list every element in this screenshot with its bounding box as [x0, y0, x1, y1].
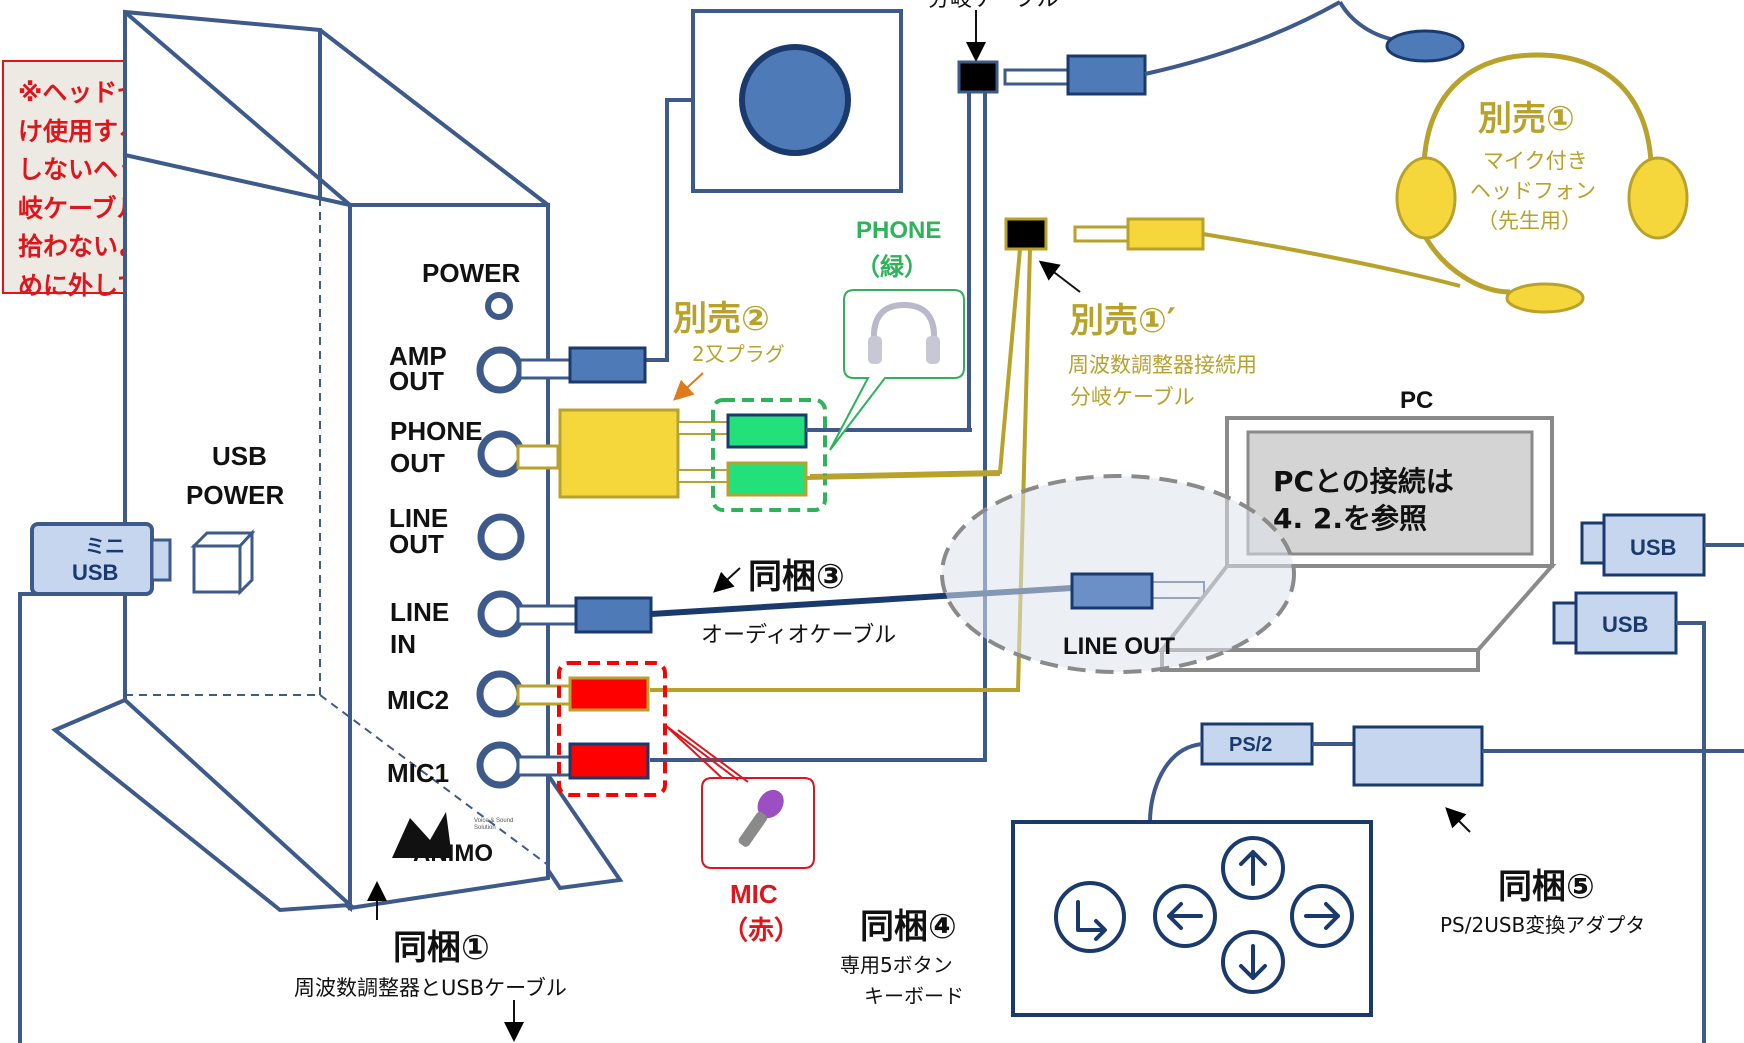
line-in-label-2: IN [390, 629, 416, 659]
phone-color-label: （緑） [856, 253, 928, 281]
svg-text:USB: USB [72, 560, 118, 585]
mic-plug-group [557, 661, 667, 797]
amp-out-cable [645, 98, 693, 362]
phone-plug-gold[interactable] [726, 461, 808, 497]
dokon5-sub: PS/2USB変換アダプタ [1440, 913, 1645, 937]
mini-usb-plug[interactable]: ミニ USB [30, 522, 172, 596]
usb-cable [18, 592, 42, 1043]
arrow-right-icon [1304, 902, 1340, 930]
headset-teacher [1395, 52, 1689, 314]
ps2-label: PS/2 [1229, 734, 1272, 756]
pc-screen-line-2: 4. 2.を参照 [1273, 502, 1427, 535]
two-way-plug[interactable] [558, 408, 680, 499]
dokon1-sub: 周波数調整器とUSBケーブル [294, 976, 567, 1000]
mic1-label: MIC1 [387, 758, 449, 788]
headphones-icon [868, 301, 940, 364]
mic-label: MIC [730, 879, 778, 909]
svg-text:USB: USB [1630, 535, 1676, 560]
usb-power-label-1: USB [212, 441, 267, 471]
headset2-plug[interactable] [1066, 54, 1147, 96]
phone-out-label-1: PHONE [390, 416, 482, 446]
betsubai1-line-2: ヘッドフォン [1470, 179, 1596, 203]
headset2-mic [1385, 29, 1465, 63]
mic-color-label: （赤） [722, 916, 800, 946]
betsubai1-title: 別売① [1478, 99, 1575, 139]
enter-button[interactable] [1054, 881, 1126, 953]
ps2-usb-adapter[interactable] [1352, 725, 1484, 787]
power-label: POWER [422, 258, 520, 288]
dokon1-title: 同梱① [393, 928, 490, 968]
betsubai1p-title: 別売①′ [1070, 301, 1176, 341]
amp-out-label-1: AMP [389, 341, 447, 371]
enter-icon [1076, 900, 1107, 941]
svg-text:ANIMO: ANIMO [413, 840, 493, 867]
phone-out-label-2: OUT [390, 448, 445, 478]
betsubai1-line-3: （先生用） [1477, 209, 1582, 233]
mic1-plug[interactable] [568, 742, 650, 780]
svg-text:Solution: Solution [474, 825, 496, 831]
microphone-icon [738, 789, 784, 847]
dokon4-line-2: キーボード [864, 984, 964, 1008]
line-in-plug[interactable] [574, 596, 653, 634]
pc-label: PC [1400, 387, 1433, 414]
usb-power-label-2: POWER [186, 480, 284, 510]
svg-text:Voice & Sound: Voice & Sound [474, 818, 513, 824]
line-out-label-2: OUT [389, 529, 444, 559]
usb-plug-2[interactable]: USB [1552, 591, 1678, 655]
phone-label: PHONE [856, 217, 941, 244]
cube-icon [190, 529, 256, 596]
dokon5-title: 同梱⑤ [1498, 867, 1595, 907]
phone-plug-group [711, 398, 827, 512]
betsubai1-line-1: マイク付き [1483, 149, 1588, 173]
pc-screen-line-1: PCとの接続は [1273, 465, 1454, 498]
arrow-left-icon [1167, 902, 1203, 930]
dokon3-sub: オーディオケーブル [701, 623, 896, 648]
arrow-up-icon [1239, 850, 1267, 886]
branch-connector-gold[interactable] [1004, 217, 1048, 251]
mic2-plug[interactable] [568, 676, 650, 712]
dokon4-line-1: 専用5ボタン [840, 953, 953, 977]
mic2-label: MIC2 [387, 685, 449, 715]
betsubai1p-line-2: 分岐ケーブル [1070, 385, 1195, 409]
animo-logo: ANIMO Voice & Sound Solution [392, 812, 513, 867]
svg-text:USB: USB [1602, 612, 1648, 637]
line-in-label-1: LINE [390, 597, 449, 627]
line-out-label-1: LINE [389, 503, 448, 533]
svg-text:ミニ: ミニ [85, 536, 125, 558]
dokon4-title: 同梱④ [860, 907, 957, 947]
branch-connector-top[interactable] [957, 60, 999, 94]
line-out-jack[interactable] [477, 513, 525, 561]
usb-plug-1[interactable]: USB [1580, 513, 1706, 577]
cable-top-label: 分岐ケーブル [928, 0, 1059, 12]
amp-out-plug[interactable] [568, 346, 647, 384]
betsubai2-title: 別売② [673, 299, 770, 339]
pc-line-out-label: LINE OUT [1063, 633, 1175, 660]
power-led [485, 292, 513, 320]
dokon3-title: 同梱③ [748, 557, 845, 597]
betsubai2-sub: 2又プラグ [692, 342, 785, 366]
phone-plug-blue[interactable] [726, 413, 808, 449]
speaker [691, 9, 903, 193]
headset1-plug[interactable] [1126, 217, 1205, 251]
betsubai1p-line-1: 周波数調整器接続用 [1068, 353, 1257, 377]
arrow-down-icon [1239, 944, 1267, 980]
amp-out-label-2: OUT [389, 366, 444, 396]
